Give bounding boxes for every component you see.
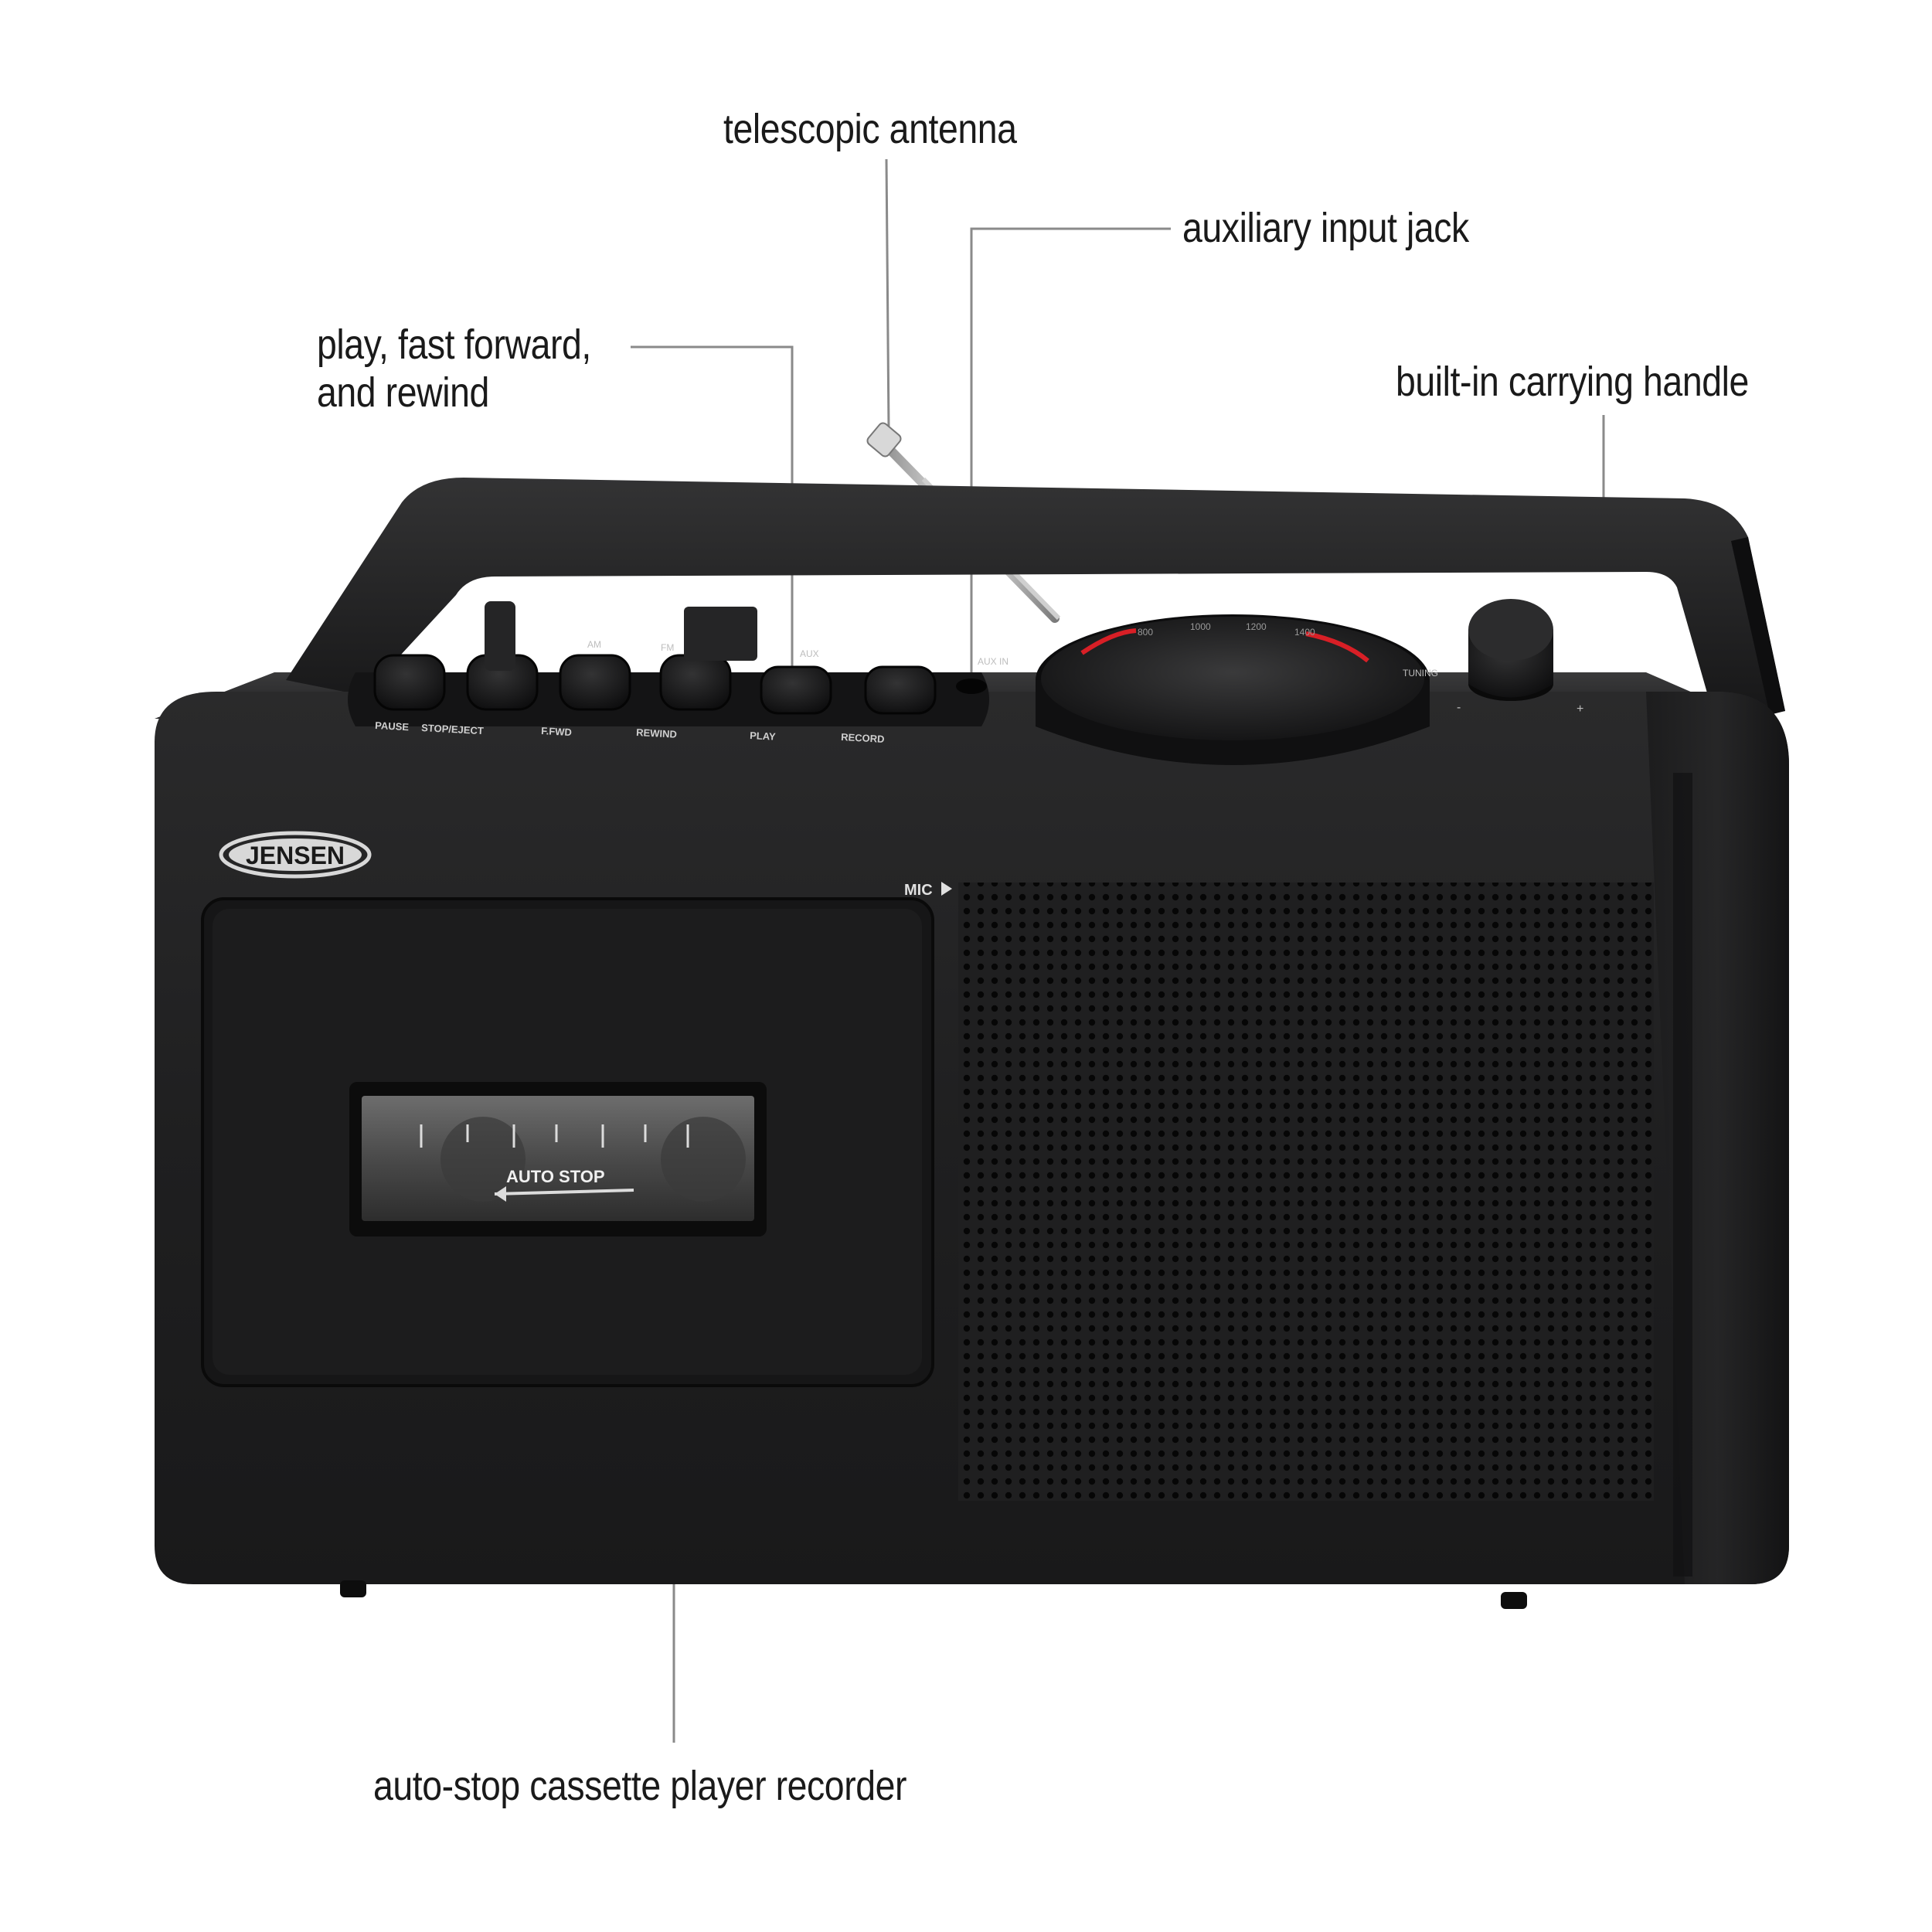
play-button[interactable] [760,665,832,715]
aux-in-jack[interactable] [956,679,987,694]
volume-knob[interactable] [1468,599,1553,701]
top-controls [348,601,989,726]
feet [340,1580,1527,1609]
callout-play-line-1: play, fast forward, [317,321,591,368]
callout-auxiliary-input-jack: auxiliary input jack [1182,204,1469,252]
logo-text: JENSEN [246,842,345,869]
callout-cassette-recorder: auto-stop cassette player recorder [373,1762,907,1810]
aux-in-label: AUX IN [978,656,1009,667]
callout-cassette-recorder-text: auto-stop cassette player recorder [373,1763,907,1809]
callout-auxiliary-input-jack-text: auxiliary input jack [1182,205,1469,251]
callout-carrying-handle-text: built-in carrying handle [1396,359,1749,405]
callout-telescopic-antenna-text: telescopic antenna [723,106,1017,152]
dial-scale-1200: 1200 [1246,621,1267,632]
rewind-label: REWIND [636,726,677,740]
speaker-grille [958,883,1654,1501]
device-labels: JENSEN MIC AUTO STOP PAUSE STOP/EJECT F.… [246,621,1583,1186]
band-am-label: AM [587,639,601,650]
tuning-dial[interactable] [1036,614,1430,765]
auto-stop-label: AUTO STOP [506,1167,605,1186]
jensen-logo [219,831,372,879]
ffwd-button[interactable] [559,654,631,711]
callout-telescopic-antenna: telescopic antenna [723,105,1017,153]
tuning-label: TUNING [1403,668,1438,679]
leader-antenna [885,158,890,430]
rewind-button[interactable] [659,654,732,711]
carrying-handle [286,478,1785,723]
pause-button[interactable] [373,654,446,711]
pause-label: PAUSE [375,719,410,733]
record-button[interactable] [864,665,937,715]
record-label: RECORD [841,731,885,745]
volume-plus-label: + [1577,702,1583,716]
dial-scale-1400: 1400 [1294,627,1315,638]
dial-scale-1000: 1000 [1190,621,1211,632]
dial-scale-800: 800 [1138,627,1153,638]
leader-play [631,345,794,701]
band-fm-label: FM [661,642,674,653]
mic-arrow-icon [941,882,952,896]
volume-minus-label: - [1457,701,1461,714]
callout-play-line-2: and rewind [317,369,489,416]
ffwd-label: F.FWD [541,725,572,738]
band-switch[interactable] [485,601,515,671]
play-label: PLAY [750,730,777,743]
callout-play-ffwd-rewind: play, fast forward, and rewind [317,321,591,417]
function-aux-label: AUX [800,648,819,659]
stop-eject-label: STOP/EJECT [421,722,484,736]
mic-label: MIC [904,882,933,899]
cassette-window [349,1082,767,1236]
leader-aux [970,227,1171,686]
function-switch[interactable] [684,607,757,661]
callout-carrying-handle: built-in carrying handle [1396,358,1749,406]
